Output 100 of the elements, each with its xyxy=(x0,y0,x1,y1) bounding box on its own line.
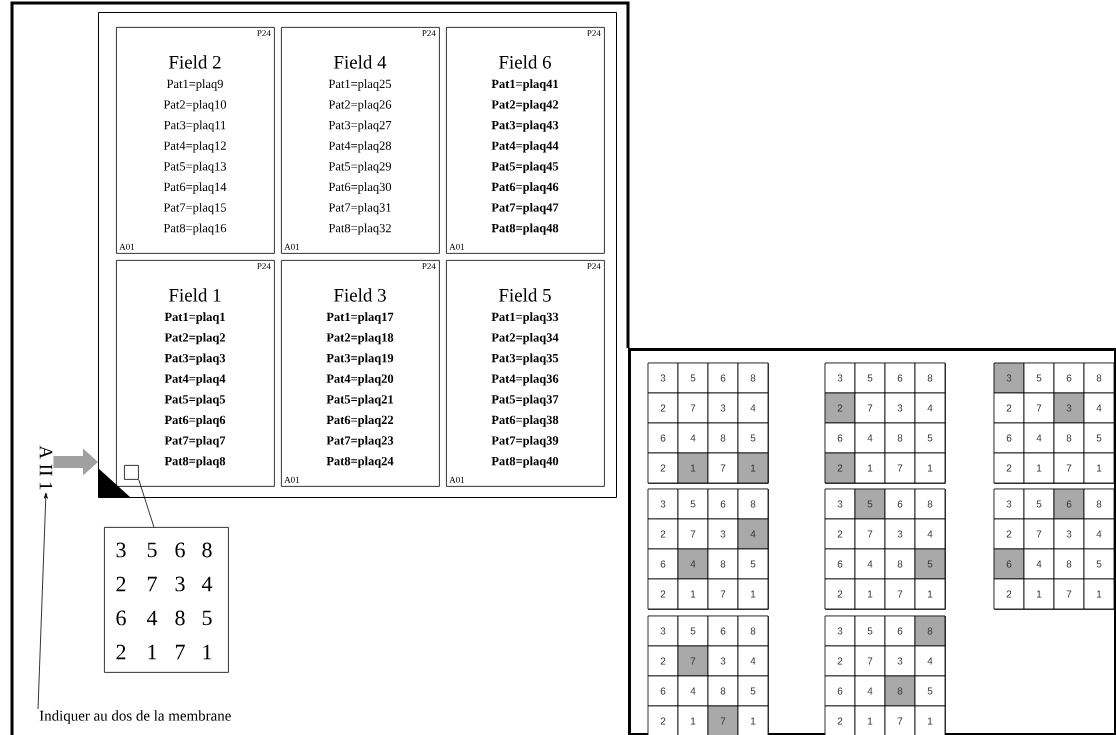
grid-cell: 6 xyxy=(1053,488,1085,520)
grid-cell: 3 xyxy=(824,488,856,520)
grid-cell: 1 xyxy=(737,452,769,484)
plate-code: P24 xyxy=(422,263,436,270)
number-grid xyxy=(993,362,1115,484)
grid-cell: 8 xyxy=(707,675,739,707)
grid-cell: 4 xyxy=(677,548,709,580)
grid-cell: 8 xyxy=(1053,548,1085,580)
grid-number: 3 xyxy=(116,542,126,558)
grid-cell: 4 xyxy=(854,675,886,707)
grid-cell: 5 xyxy=(737,422,769,454)
plate-code: P24 xyxy=(587,263,601,270)
pattern-label: Pat3=plaq43 xyxy=(491,120,559,132)
grid-cell: 2 xyxy=(647,452,679,484)
grid-cell: 7 xyxy=(854,645,886,677)
grid-cell: 3 xyxy=(993,488,1025,520)
pattern-label: Pat7=plaq15 xyxy=(163,202,227,215)
grid-cell: 5 xyxy=(914,675,946,707)
pattern-label: Pat4=plaq28 xyxy=(328,141,392,153)
pattern-label: Pat4=plaq44 xyxy=(491,141,559,153)
grid-cell: 5 xyxy=(677,488,709,520)
grid-cell: 1 xyxy=(854,705,886,735)
grid-cell: 3 xyxy=(707,518,739,550)
grid-cell: 8 xyxy=(737,362,769,394)
pattern-label: Pat3=plaq27 xyxy=(328,120,392,132)
pattern-label: Pat7=plaq47 xyxy=(491,202,559,215)
grid-number: 8 xyxy=(202,542,212,558)
pattern-label: Pat6=plaq38 xyxy=(491,415,559,427)
grid-cell: 8 xyxy=(914,362,946,394)
grid-cell: 1 xyxy=(677,578,709,610)
grid-cell: 6 xyxy=(993,422,1025,454)
grid-cell: 1 xyxy=(914,452,946,484)
number-grid xyxy=(824,362,946,484)
pattern-label: Pat4=plaq36 xyxy=(491,374,559,386)
grid-cell: 7 xyxy=(707,578,739,610)
grid-cell: 3 xyxy=(993,362,1025,394)
grid-cell: 3 xyxy=(884,392,916,424)
grid-cell: 5 xyxy=(737,675,769,707)
grid-cell: 1 xyxy=(914,578,946,610)
pattern-label: Pat1=plaq41 xyxy=(491,79,558,91)
grid-number: 4 xyxy=(201,576,213,592)
grid-cell: 4 xyxy=(1083,392,1115,424)
number-grid xyxy=(993,488,1115,610)
pattern-label: Pat4=plaq4 xyxy=(164,374,226,386)
grid-cell: 2 xyxy=(993,392,1025,424)
grid-cell: 8 xyxy=(914,488,946,520)
pattern-label: Pat8=plaq48 xyxy=(491,223,559,235)
membrane-box xyxy=(98,12,617,498)
pattern-label: Pat2=plaq42 xyxy=(491,99,559,112)
grid-cell: 3 xyxy=(884,518,916,550)
number-grid xyxy=(824,488,946,610)
number-grid xyxy=(824,615,946,735)
grid-number: 4 xyxy=(146,610,158,626)
grid-cell: 8 xyxy=(1083,488,1115,520)
plate-code: P24 xyxy=(422,30,436,37)
grid-cell: 4 xyxy=(854,548,886,580)
grid-cell: 6 xyxy=(707,362,739,394)
grid-cell: 4 xyxy=(914,392,946,424)
grid-cell: 5 xyxy=(1083,422,1115,454)
grid-cell: 5 xyxy=(677,362,709,394)
pattern-label: Pat7=plaq23 xyxy=(326,435,394,448)
grid-number: 8 xyxy=(175,610,185,626)
field-code: A01 xyxy=(284,243,300,250)
grid-cell: 5 xyxy=(914,422,946,454)
grid-cell: 6 xyxy=(993,548,1025,580)
grid-cell: 6 xyxy=(824,548,856,580)
pattern-label: Pat3=plaq35 xyxy=(491,353,559,365)
number-grid xyxy=(647,615,769,735)
grid-cell: 3 xyxy=(824,615,856,647)
grid-number: 2 xyxy=(116,644,126,660)
pattern-label: Pat8=plaq24 xyxy=(326,456,394,468)
pattern-label: Pat6=plaq14 xyxy=(163,182,227,194)
grid-number: 7 xyxy=(147,576,157,592)
grid-cell: 7 xyxy=(707,452,739,484)
grid-cell: 4 xyxy=(677,422,709,454)
grid-cell: 3 xyxy=(647,615,679,647)
grid-number: 6 xyxy=(175,542,185,558)
grid-cell: 5 xyxy=(677,615,709,647)
pattern-label: Pat3=plaq3 xyxy=(164,353,226,365)
grid-cell: 5 xyxy=(737,548,769,580)
grid-cell: 1 xyxy=(1083,578,1115,610)
grid-cell: 4 xyxy=(737,645,769,677)
pattern-label: Pat4=plaq12 xyxy=(163,141,226,153)
grid-cell: 4 xyxy=(1023,422,1055,454)
grid-cell: 2 xyxy=(993,452,1025,484)
grid-cell: 8 xyxy=(737,488,769,520)
field-title: Field 1 xyxy=(169,288,221,302)
grid-cell: 3 xyxy=(647,362,679,394)
field-box xyxy=(281,260,440,487)
grid-cell: 7 xyxy=(854,518,886,550)
pattern-label: Pat3=plaq19 xyxy=(326,353,394,365)
grid-cell: 4 xyxy=(737,518,769,550)
grid-cell: 5 xyxy=(1023,362,1055,394)
grid-number: 5 xyxy=(147,542,157,558)
side-label: A II 1 xyxy=(39,445,53,490)
grid-cell: 7 xyxy=(677,518,709,550)
grid-cell: 7 xyxy=(1023,392,1055,424)
grid-cell: 6 xyxy=(884,615,916,647)
grid-number: 5 xyxy=(202,610,212,626)
field-title: Field 6 xyxy=(499,55,551,69)
